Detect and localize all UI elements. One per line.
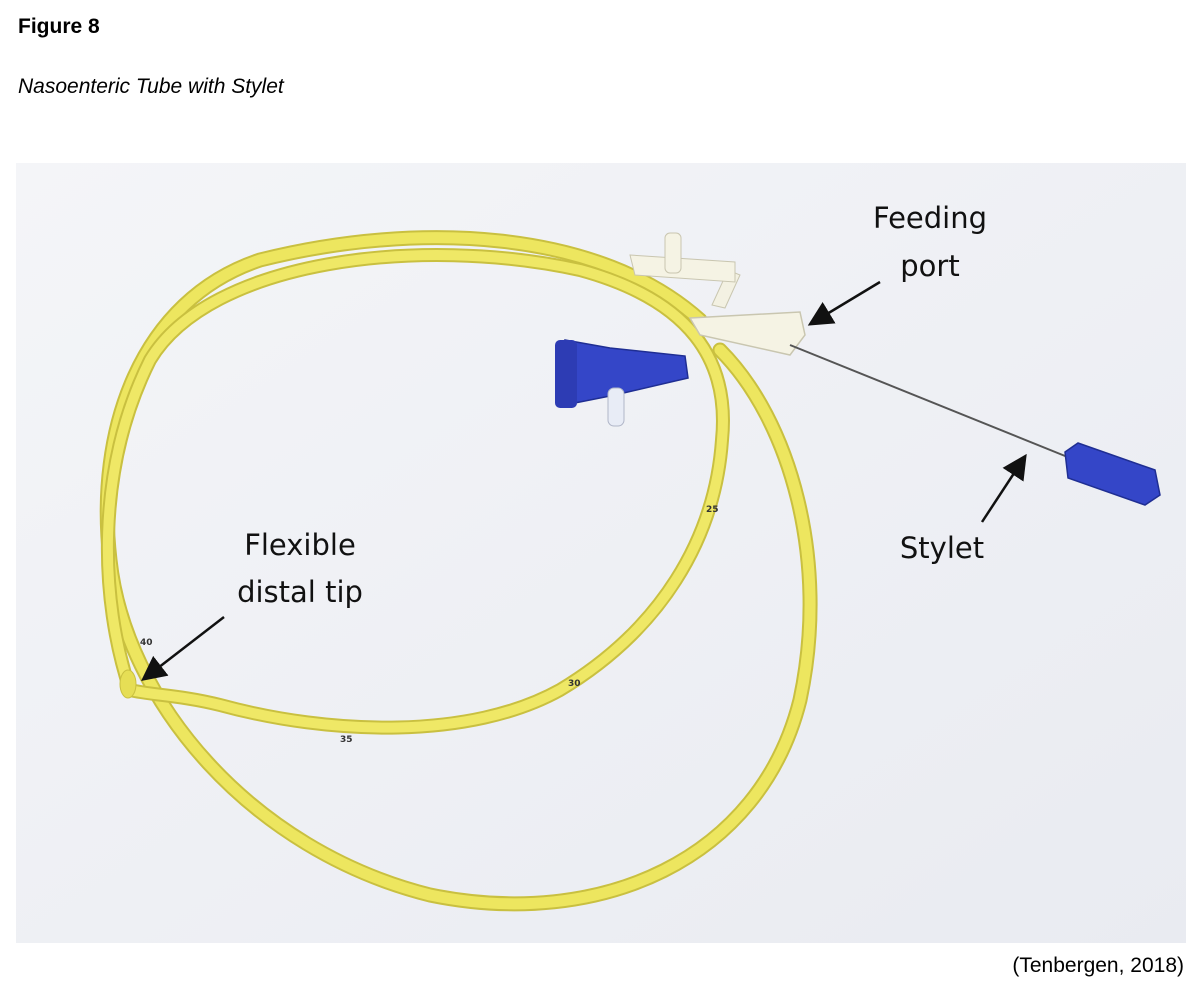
stylet-wire (789, 344, 1161, 506)
tube-marking: 35 (340, 735, 353, 745)
nasoenteric-tube-photo: 25 30 35 40 Feeding port Stylet Flexible… (16, 163, 1186, 943)
arrow-icon (141, 616, 225, 682)
label-distal-tip: Flexible (244, 528, 356, 562)
photo-background (16, 163, 1186, 943)
figure-credit: (Tenbergen, 2018) (1012, 954, 1184, 977)
yellow-feeding-tube (99, 230, 818, 912)
label-feeding-port: port (900, 249, 959, 283)
label-distal-tip: distal tip (237, 575, 363, 609)
figure-number: Figure 8 (18, 15, 100, 38)
label-stylet: Stylet (900, 531, 984, 565)
arrow-icon (980, 453, 1027, 523)
clear-y-port-connector (629, 232, 806, 356)
figure-title: Nasoenteric Tube with Stylet (18, 75, 284, 98)
tube-marking: 30 (568, 679, 581, 689)
annotations: Feeding port Stylet Flexible distal tip (141, 201, 1027, 682)
blue-cap-connector (555, 339, 689, 427)
arrow-icon (807, 280, 881, 326)
label-feeding-port: Feeding (873, 201, 987, 235)
tube-marking: 25 (706, 505, 719, 515)
tube-marking: 40 (140, 638, 153, 648)
